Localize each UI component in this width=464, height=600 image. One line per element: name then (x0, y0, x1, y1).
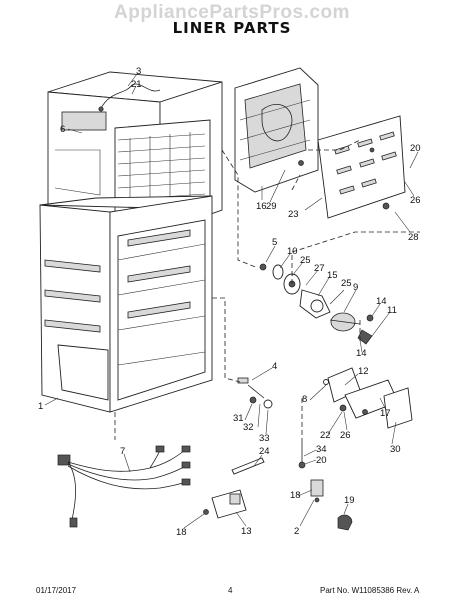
callout-26a: 26 (410, 195, 421, 206)
leader-lines (44, 73, 419, 529)
callout-19: 19 (344, 495, 355, 506)
callout-22: 22 (320, 430, 331, 441)
callout-11: 11 (387, 305, 397, 316)
callout-21: 21 (131, 79, 142, 90)
rear-panel (298, 115, 406, 219)
callout-32: 32 (243, 422, 254, 433)
callout-27: 27 (314, 263, 325, 274)
callout-12: 12 (358, 366, 369, 377)
callout-20b: 20 (316, 455, 327, 466)
callout-23: 23 (288, 209, 299, 220)
callout-20a: 20 (410, 143, 421, 154)
control-parts (203, 440, 353, 531)
callout-8: 8 (302, 394, 307, 405)
callout-18b: 18 (176, 527, 187, 538)
evaporator-cover (234, 67, 319, 193)
callout-31: 31 (233, 413, 244, 424)
callout-18a: 18 (290, 490, 301, 501)
callout-16: 16 (256, 201, 267, 212)
fresh-food-liner (39, 195, 213, 413)
callout-7: 7 (120, 446, 125, 457)
callout-14b: 14 (356, 348, 367, 359)
callout-10: 10 (287, 246, 298, 257)
fan-motor-assembly (259, 263, 374, 345)
callout-14a: 14 (376, 296, 387, 307)
callout-29: 29 (266, 201, 277, 212)
callout-25a: 25 (300, 255, 311, 266)
damper-assembly (323, 367, 413, 429)
page-title: LINER PARTS (172, 19, 292, 37)
callout-24: 24 (259, 446, 270, 457)
footer-page-number: 4 (228, 586, 233, 595)
footer-date: 01/17/2017 (36, 586, 77, 595)
wire-harness (57, 445, 191, 528)
dashed-routing-lines (114, 139, 420, 440)
callout-13: 13 (241, 526, 252, 537)
callout-labels: 3 21 6 1 7 16 29 23 20 26 28 5 10 25 27 … (38, 66, 421, 538)
footer-part-number: Part No. W11085386 Rev. A (320, 586, 420, 595)
callout-25b: 25 (341, 278, 352, 289)
callout-30: 30 (390, 444, 401, 455)
callout-4: 4 (272, 361, 277, 372)
callout-9: 9 (353, 282, 358, 293)
callout-26b: 26 (340, 430, 351, 441)
watermark: AppliancePartsPros.com (114, 2, 350, 23)
callout-1: 1 (38, 401, 43, 412)
sensor-parts (237, 377, 273, 409)
callout-3: 3 (136, 66, 141, 77)
callout-15: 15 (327, 270, 338, 281)
callout-5: 5 (272, 237, 277, 248)
callout-6: 6 (60, 124, 65, 135)
callout-33: 33 (259, 433, 270, 444)
callout-17: 17 (380, 408, 391, 419)
callout-2: 2 (294, 526, 299, 537)
callout-34: 34 (316, 444, 327, 455)
callout-28: 28 (408, 232, 419, 243)
